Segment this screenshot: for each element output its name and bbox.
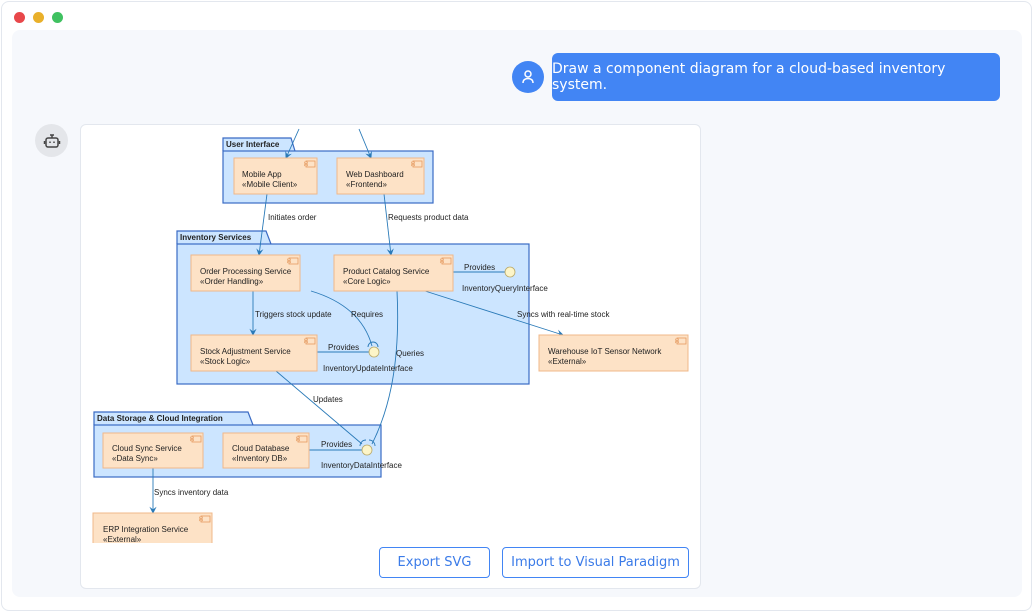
assistant-avatar bbox=[35, 124, 68, 157]
svg-text:«Inventory DB»: «Inventory DB» bbox=[232, 454, 288, 463]
maximize-window-button[interactable] bbox=[52, 12, 63, 23]
minimize-window-button[interactable] bbox=[33, 12, 44, 23]
svg-text:Mobile App: Mobile App bbox=[242, 170, 282, 179]
component-diagram: User Interface Inventory Services Data S… bbox=[92, 128, 689, 543]
svg-text:ERP Integration Service: ERP Integration Service bbox=[103, 525, 189, 534]
edge-label: Syncs inventory data bbox=[154, 488, 229, 497]
edges bbox=[149, 128, 564, 514]
edge-requires bbox=[310, 290, 373, 347]
component-erp-integration[interactable]: ERP Integration Service«External» bbox=[92, 512, 213, 543]
interface-update-icon bbox=[368, 346, 380, 358]
component-stock-adjustment[interactable]: Stock Adjustment Service«Stock Logic» bbox=[190, 334, 318, 372]
svg-text:Cloud Database: Cloud Database bbox=[232, 444, 290, 453]
component-cloud-sync[interactable]: Cloud Sync Service«Data Sync» bbox=[102, 432, 204, 469]
edge-label: Provides bbox=[328, 343, 359, 352]
edge-updates bbox=[275, 370, 363, 445]
socket-data bbox=[359, 439, 376, 447]
edge-incoming-web bbox=[358, 128, 372, 159]
edge-label: Provides bbox=[464, 263, 495, 272]
edge-label: Requires bbox=[351, 310, 383, 319]
component-warehouse-iot[interactable]: Warehouse IoT Sensor Network«External» bbox=[538, 334, 689, 372]
edge-label: Queries bbox=[396, 349, 424, 358]
robot-icon bbox=[43, 133, 60, 148]
svg-text:«Stock Logic»: «Stock Logic» bbox=[200, 357, 251, 366]
socket-update bbox=[367, 341, 379, 348]
svg-text:Web Dashboard: Web Dashboard bbox=[346, 170, 404, 179]
interface-data-icon bbox=[361, 444, 373, 456]
import-visual-paradigm-button[interactable]: Import to Visual Paradigm bbox=[502, 547, 689, 578]
component-web-dashboard[interactable]: Web Dashboard«Frontend» bbox=[336, 157, 425, 195]
user-avatar bbox=[512, 61, 544, 93]
interface-label: InventoryUpdateInterface bbox=[323, 364, 413, 373]
package-label: User Interface bbox=[226, 140, 280, 149]
svg-text:«External»: «External» bbox=[103, 535, 142, 543]
edge-label: Syncs with real-time stock bbox=[517, 310, 610, 319]
edge-requests-product-data bbox=[383, 193, 394, 256]
package-label: Inventory Services bbox=[180, 233, 252, 242]
edge-syncs-realtime bbox=[424, 290, 564, 337]
svg-text:Order Processing Service: Order Processing Service bbox=[200, 267, 292, 276]
user-message: Draw a component diagram for a cloud-bas… bbox=[552, 53, 1000, 101]
edge-queries bbox=[371, 290, 399, 445]
interface-label: InventoryQueryInterface bbox=[462, 284, 548, 293]
svg-text:«Order Handling»: «Order Handling» bbox=[200, 277, 264, 286]
svg-text:Warehouse IoT Sensor Network: Warehouse IoT Sensor Network bbox=[548, 347, 662, 356]
component-mobile-app[interactable]: Mobile App«Mobile Client» bbox=[233, 157, 318, 195]
svg-text:Stock Adjustment Service: Stock Adjustment Service bbox=[200, 347, 291, 356]
export-svg-button[interactable]: Export SVG bbox=[379, 547, 490, 578]
component-cloud-database[interactable]: Cloud Database«Inventory DB» bbox=[222, 432, 310, 469]
svg-text:«Data Sync»: «Data Sync» bbox=[112, 454, 158, 463]
edge-label: Updates bbox=[313, 395, 343, 404]
diagram-card: User Interface Inventory Services Data S… bbox=[80, 124, 701, 589]
edge-incoming-mobile bbox=[285, 128, 300, 159]
interface-query-icon bbox=[504, 266, 516, 278]
close-window-button[interactable] bbox=[14, 12, 25, 23]
interface-label: InventoryDataInterface bbox=[321, 461, 402, 470]
component-order-processing[interactable]: Order Processing Service«Order Handling» bbox=[190, 254, 301, 292]
svg-text:Product Catalog Service: Product Catalog Service bbox=[343, 267, 430, 276]
package-label: Data Storage & Cloud Integration bbox=[97, 414, 223, 423]
edge-label: Initiates order bbox=[268, 213, 317, 222]
edge-initiates-order bbox=[256, 193, 268, 256]
svg-text:«Mobile Client»: «Mobile Client» bbox=[242, 180, 298, 189]
component-product-catalog[interactable]: Product Catalog Service«Core Logic» bbox=[333, 254, 454, 292]
svg-text:Cloud Sync Service: Cloud Sync Service bbox=[112, 444, 182, 453]
user-icon bbox=[522, 70, 534, 84]
edge-label: Provides bbox=[321, 440, 352, 449]
svg-text:«Frontend»: «Frontend» bbox=[346, 180, 387, 189]
edge-label: Requests product data bbox=[388, 213, 469, 222]
svg-text:«Core Logic»: «Core Logic» bbox=[343, 277, 391, 286]
svg-text:«External»: «External» bbox=[548, 357, 587, 366]
edge-label: Triggers stock update bbox=[255, 310, 332, 319]
